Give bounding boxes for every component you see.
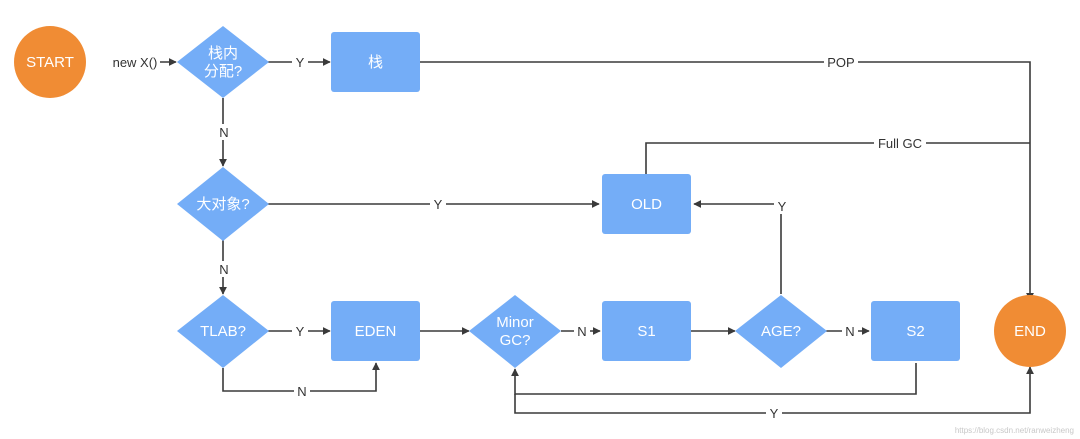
- s2-label: S2: [906, 323, 924, 340]
- eden-node: [331, 301, 420, 361]
- stack-decision-node: [177, 26, 269, 98]
- start-label: START: [26, 54, 74, 71]
- watermark: https://blog.csdn.net/ranweizheng: [955, 426, 1074, 435]
- label-minor-no: N: [577, 324, 586, 339]
- nodes: START 栈内 分配? 栈 大对象? OLD TLAB? EDEN Minor…: [14, 26, 1066, 368]
- stack-label: 栈: [368, 54, 383, 71]
- edge-s2-to-minor-gc: [511, 363, 917, 395]
- end-label: END: [1014, 323, 1046, 340]
- edge-stack-to-end: [420, 61, 1034, 301]
- s2-node: [871, 301, 960, 361]
- minor-gc-decision-node: [469, 295, 561, 368]
- label-loop-yes: Y: [770, 406, 779, 421]
- label-tlab-yes: Y: [296, 324, 305, 339]
- minor-gc-decision-label-line2: GC?: [500, 332, 531, 349]
- label-full-gc: Full GC: [878, 136, 922, 151]
- s1-node: [602, 301, 691, 361]
- age-decision-label: AGE?: [761, 323, 801, 340]
- eden-label: EDEN: [355, 323, 397, 340]
- stack-decision-label-line2: 分配?: [204, 63, 242, 80]
- stack-node: [331, 32, 420, 92]
- big-object-decision-node: [177, 167, 269, 241]
- stack-decision-label-line1: 栈内: [208, 45, 238, 62]
- minor-gc-decision-label-line1: Minor: [496, 314, 534, 331]
- age-decision-node: [735, 295, 827, 368]
- label-new-x: new X(): [113, 55, 158, 70]
- edge-age-to-old: [693, 200, 782, 294]
- tlab-decision-label: TLAB?: [200, 323, 246, 340]
- label-big-yes: Y: [434, 197, 443, 212]
- end-node: [994, 295, 1066, 367]
- big-object-decision-label: 大对象?: [196, 196, 249, 213]
- label-pop: POP: [827, 55, 854, 70]
- tlab-decision-node: [177, 295, 269, 368]
- label-stack-yes: Y: [296, 55, 305, 70]
- old-node: [602, 174, 691, 234]
- start-node: [14, 26, 86, 98]
- label-tlab-no: N: [297, 384, 306, 399]
- label-age-no: N: [845, 324, 854, 339]
- old-label: OLD: [631, 196, 662, 213]
- label-stack-no: N: [219, 125, 228, 140]
- edge-labels: new X() Y POP N Full GC Y Y N Y N N N Y: [110, 54, 926, 421]
- label-big-no: N: [219, 262, 228, 277]
- label-age-yes: Y: [778, 199, 787, 214]
- s1-label: S1: [637, 323, 655, 340]
- edge-old-to-end: [645, 142, 1030, 174]
